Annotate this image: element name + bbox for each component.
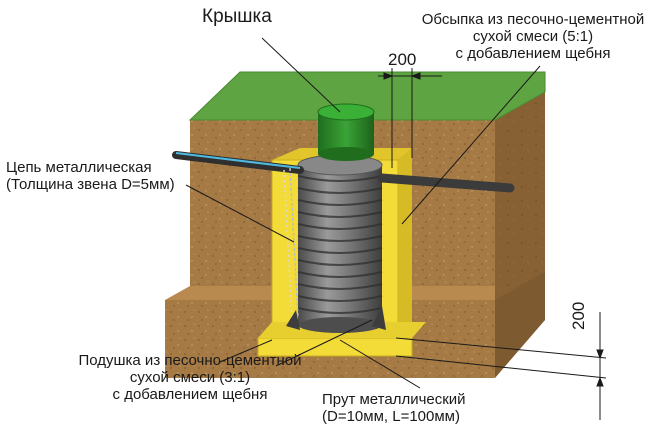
top-width-dimension	[378, 68, 442, 168]
chain	[283, 167, 299, 321]
cushion-height-value: 200	[569, 301, 588, 330]
pipes	[172, 151, 515, 193]
lid-label: Крышка	[202, 6, 272, 27]
top-width-value: 200	[388, 50, 417, 69]
inlet-pipe	[172, 151, 304, 174]
inlet-pipe-water	[175, 152, 301, 169]
outlet-pipe	[377, 173, 515, 193]
grass-top	[190, 72, 545, 120]
concrete-rings	[297, 154, 383, 333]
lid	[317, 103, 375, 161]
chain-label: Цепь металлическая (Толщина звена D=5мм)	[6, 159, 175, 193]
rod-label: Прут металлический (D=10мм, L=100мм)	[322, 391, 466, 425]
cushion-height-dimension	[395, 312, 607, 420]
metal-rod-left	[286, 310, 300, 330]
cushion-label: Подушка из песочно-цементной сухой смеси…	[78, 352, 302, 403]
metal-rod-right	[372, 306, 386, 330]
backfill-label: Обсыпка из песочно-цементной сухой смеси…	[421, 11, 645, 62]
leader-lines	[185, 37, 541, 389]
